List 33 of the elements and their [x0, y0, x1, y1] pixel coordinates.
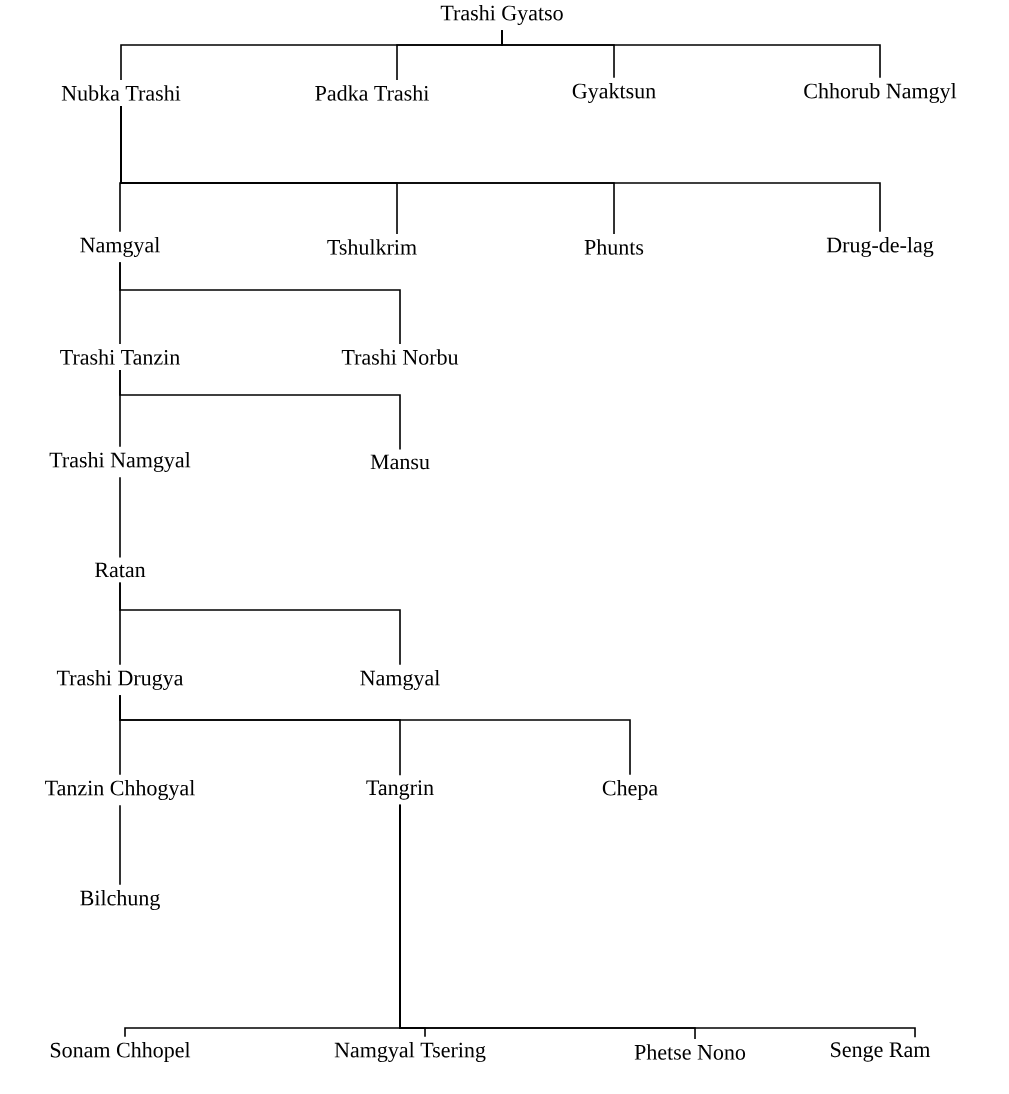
tree-line: [119, 476, 121, 559]
tree-line: [399, 804, 916, 1038]
name-label: Trashi Drugya: [56, 670, 184, 690]
tree-line: [120, 105, 881, 233]
name-label: Senge Ram: [831, 1042, 931, 1062]
name-label: Trashi Gyatso: [440, 5, 563, 25]
name-label: Chepa: [602, 780, 658, 800]
name-label: Sonam Chhopel: [50, 1042, 191, 1062]
name-label: Padka Trashi: [315, 85, 429, 101]
name-label: Trashi Namgyal: [49, 452, 191, 472]
name-label: Tshulkrim: [327, 239, 417, 255]
tree-line: [119, 804, 121, 886]
tree-line: [119, 369, 401, 451]
name-label: Tangrin: [366, 780, 434, 800]
name-label: Drug-de-lag: [826, 237, 934, 257]
name-label: Trashi Norbu: [341, 349, 459, 365]
name-label: Chhorub Namgyl: [804, 83, 957, 103]
name-label: Ratan: [94, 562, 146, 578]
name-label: Namgyal: [80, 237, 160, 257]
tree-line: [119, 581, 401, 666]
name-label: Mansu: [370, 454, 430, 470]
name-label: Trashi Tanzin: [60, 349, 180, 365]
name-label: Namgyal: [360, 670, 440, 690]
tree-line: [501, 29, 881, 79]
name-label: Namgyal Tsering: [334, 1042, 486, 1062]
name-label: Gyaktsun: [572, 83, 656, 103]
name-label: Nubka Trashi: [61, 85, 181, 101]
name-label: Phetse Nono: [634, 1044, 746, 1060]
tree-line: [119, 694, 631, 776]
tree-line: [119, 261, 401, 345]
name-label: Bilchung: [80, 890, 160, 910]
name-label: Tanzin Chhogyal: [45, 780, 195, 800]
name-label: Phunts: [584, 239, 644, 255]
